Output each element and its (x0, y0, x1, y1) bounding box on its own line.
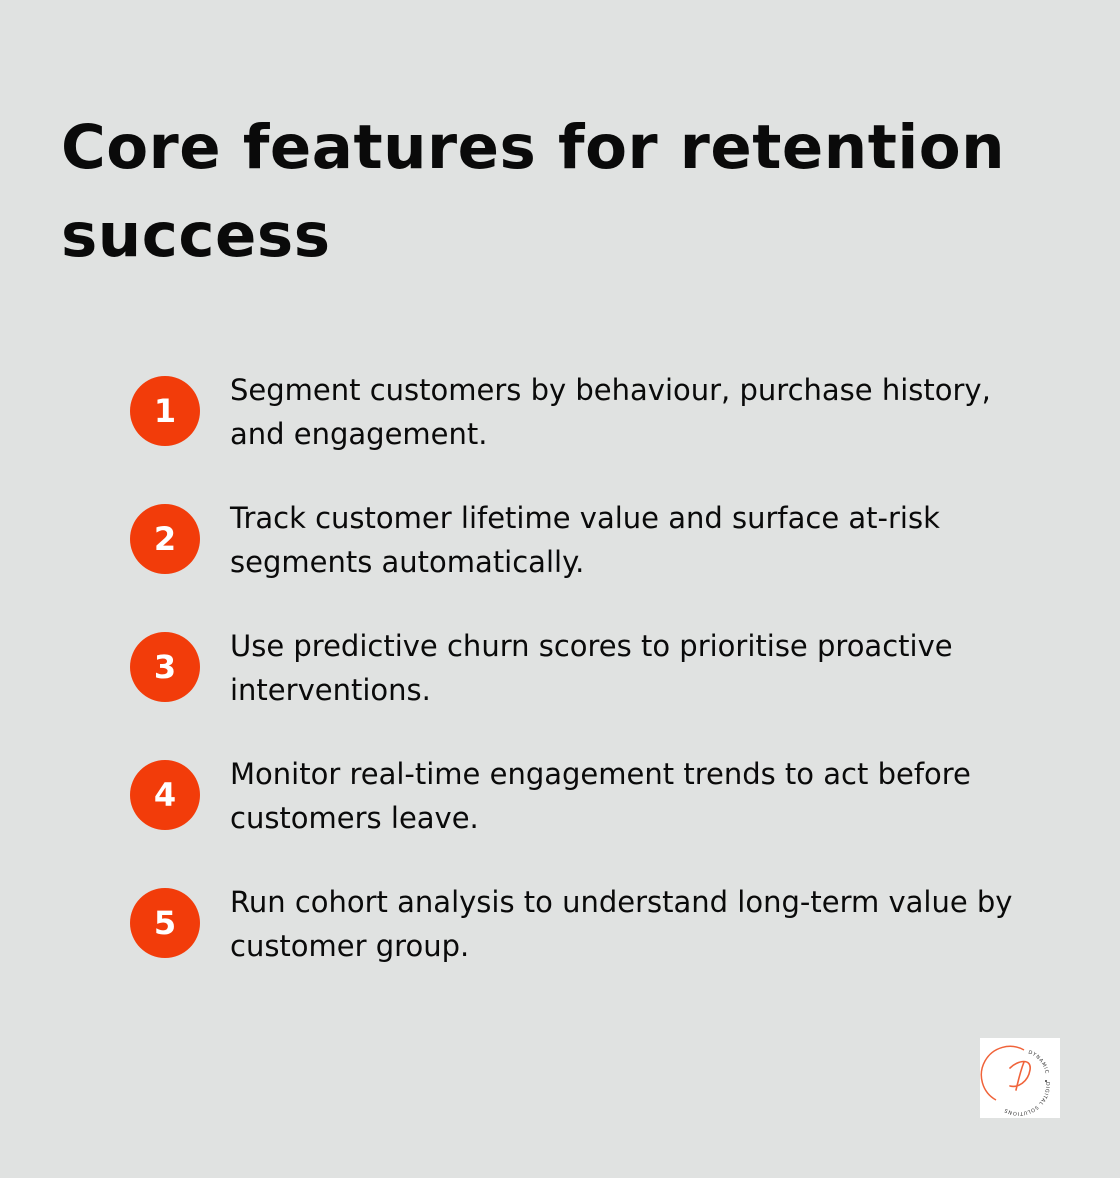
page-title: Core features for retention success (61, 112, 1006, 271)
number-badge: 2 (130, 504, 200, 574)
list-item: 1 Segment customers by behaviour, purcha… (130, 368, 1050, 496)
number-badge: 3 (130, 632, 200, 702)
list-item: 4 Monitor real-time engagement trends to… (130, 752, 1050, 880)
item-text: Use predictive churn scores to prioritis… (230, 629, 953, 707)
item-text: Run cohort analysis to understand long-t… (230, 885, 1013, 963)
svg-text:DYNAMIC: DYNAMIC (1027, 1049, 1049, 1074)
svg-text:DIGITAL SOLUTIONS: DIGITAL SOLUTIONS (1003, 1082, 1050, 1116)
number-badge: 4 (130, 760, 200, 830)
item-text: Monitor real-time engagement trends to a… (230, 757, 971, 835)
list-item: 3 Use predictive churn scores to priorit… (130, 624, 1050, 752)
item-text: Segment customers by behaviour, purchase… (230, 373, 991, 451)
list-item: 2 Track customer lifetime value and surf… (130, 496, 1050, 624)
number-badge: 5 (130, 888, 200, 958)
number-badge: 1 (130, 376, 200, 446)
brand-logo: DYNAMIC DIGITAL SOLUTIONS (980, 1038, 1060, 1118)
feature-list: 1 Segment customers by behaviour, purcha… (130, 368, 1050, 1008)
list-item: 5 Run cohort analysis to understand long… (130, 880, 1050, 1008)
item-text: Track customer lifetime value and surfac… (230, 501, 940, 579)
